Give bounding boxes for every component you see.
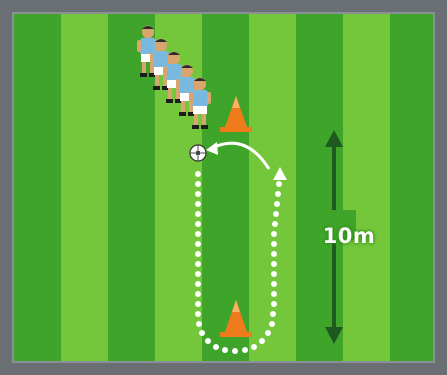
pitch: 10m: [12, 12, 435, 363]
soccer-ball-icon: [190, 145, 206, 161]
path-arrowhead: [273, 167, 287, 180]
return-pass-arrow: [212, 143, 269, 169]
traffic-cone-icon: [220, 300, 252, 337]
traffic-cone-icon: [220, 96, 252, 132]
drill-drawing: [14, 14, 435, 363]
distance-label: 10m: [314, 224, 384, 248]
return-pass-arrowhead: [206, 142, 218, 155]
